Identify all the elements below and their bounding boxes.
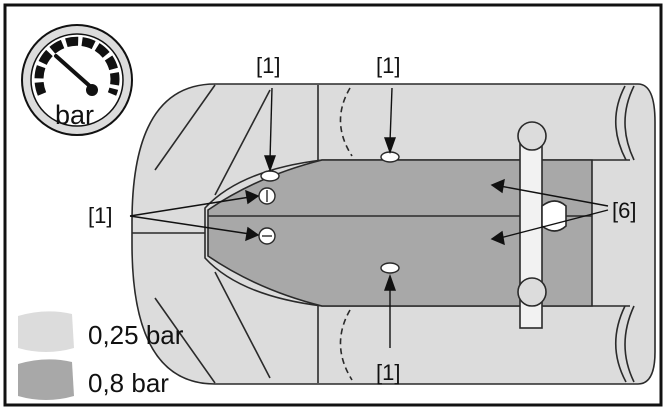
oarlock-top [517, 121, 547, 151]
callout-valve-top-left: [1] [256, 53, 280, 78]
arrow-line-left-2 [129, 215, 251, 235]
callout-valve-bottom: [1] [376, 360, 400, 385]
oarlock-bottom [517, 277, 547, 307]
gauge-unit-label: bar [55, 100, 94, 130]
gauge-hub [86, 84, 98, 96]
gauge-face [30, 33, 124, 127]
callout-valve-left: [1] [88, 203, 112, 228]
arrow-head-six-2 [490, 230, 505, 246]
valve-bottom [380, 262, 400, 274]
valve-top-left [260, 170, 280, 182]
stern-cap-top [615, 85, 627, 161]
arrow-head-six-1 [490, 178, 505, 194]
stern-cap-bottom-2 [624, 305, 635, 383]
arrow-head-left-1 [245, 189, 260, 205]
arrow-head-bottom [384, 273, 396, 291]
boat-floor [207, 121, 593, 329]
arrow-line-left-1 [129, 196, 251, 217]
bow-seam-4 [154, 297, 216, 384]
legend-swatch-high [18, 359, 74, 400]
arrow-line-six-2 [499, 209, 609, 239]
bow-seam-2 [214, 89, 271, 196]
bow-seam-1 [154, 84, 216, 171]
pressure-gauge-icon: bar [21, 24, 133, 136]
valves [258, 151, 400, 274]
arrow-head-left-2 [245, 226, 260, 242]
arrow-head-top-left [264, 155, 276, 173]
gauge-needle [54, 54, 94, 90]
gauge-scale-arc [34, 36, 120, 96]
arrow-line-top-right [389, 87, 393, 143]
callout-floor-panels: [6] [612, 198, 636, 223]
arrow-line-top-left [269, 87, 273, 161]
bow-seam-5 [214, 271, 271, 379]
stern-cap-top-2 [624, 85, 635, 161]
callout-valve-top-right: [1] [376, 53, 400, 78]
legend-label-low: 0,25 bar [88, 320, 184, 350]
callout-arrows [129, 87, 609, 348]
legend: 0,25 bar 0,8 bar [18, 311, 184, 400]
legend-label-high: 0,8 bar [88, 368, 169, 398]
arrow-head-top-right [384, 137, 396, 155]
transom-notch [541, 200, 567, 232]
stern-cap-bottom [614, 305, 627, 383]
legend-swatch-low [18, 311, 74, 352]
arrow-line-six-1 [499, 185, 609, 207]
bulkhead-top [339, 87, 353, 157]
